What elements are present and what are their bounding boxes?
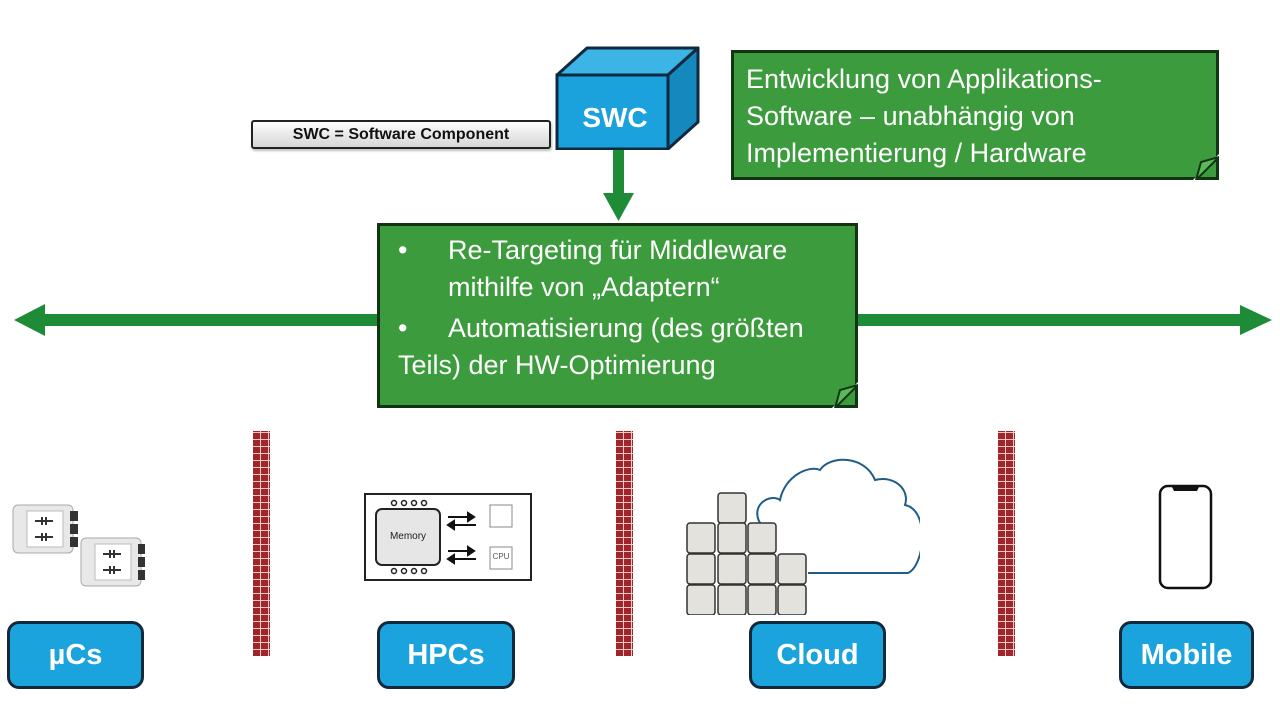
bullet-line: Re-Targeting für Middleware [448, 235, 788, 265]
arrow-head-left-icon [14, 304, 45, 336]
bullet-icon: • [398, 313, 408, 343]
down-arrow-head-icon [603, 193, 634, 221]
cpu-chip-label: CPU [492, 552, 510, 561]
firewall-divider [253, 431, 270, 656]
page-fold-icon [1193, 154, 1219, 180]
firewall-divider [616, 431, 633, 656]
swc-cube: SWC [555, 45, 700, 150]
platform-label-hpcs: HPCs [377, 621, 515, 689]
memory-chip-label: Memory [389, 531, 427, 542]
bullet-line: mithilfe von „Adaptern“ [448, 272, 720, 302]
platform-label-ucs: µCs [7, 621, 144, 689]
cloud-server-icon [686, 458, 920, 615]
note-line: Software – unabhängig von [746, 101, 1075, 131]
bullet-item: • Re-Targeting für Middleware mithilfe v… [394, 232, 841, 306]
middleware-note: • Re-Targeting für Middleware mithilfe v… [377, 223, 858, 408]
platform-label-cloud: Cloud [749, 621, 886, 689]
microcontroller-icon [12, 504, 145, 587]
bullet-item: • Automatisierung (des größten Teils) de… [394, 310, 841, 384]
smartphone-icon [1158, 484, 1213, 590]
bullet-line: Teils) der HW-Optimierung [398, 350, 716, 380]
hpc-board-icon: Memory CPU [364, 493, 532, 581]
cube-icon [555, 46, 700, 150]
arrow-head-right-icon [1240, 305, 1272, 335]
page-fold-icon [832, 382, 858, 408]
bullet-icon: • [398, 235, 408, 265]
swc-cube-label: SWC [582, 101, 648, 133]
application-software-note: Entwicklung von Applikations- Software –… [731, 50, 1219, 180]
firewall-divider [998, 431, 1015, 656]
note-line: Entwicklung von Applikations- [746, 64, 1102, 94]
note-line: Implementierung / Hardware [746, 138, 1087, 168]
swc-legend: SWC = Software Component [251, 120, 551, 149]
down-arrow-shaft [613, 150, 624, 200]
bullet-line: Automatisierung (des größten [448, 313, 804, 343]
platform-label-mobile: Mobile [1119, 621, 1254, 689]
